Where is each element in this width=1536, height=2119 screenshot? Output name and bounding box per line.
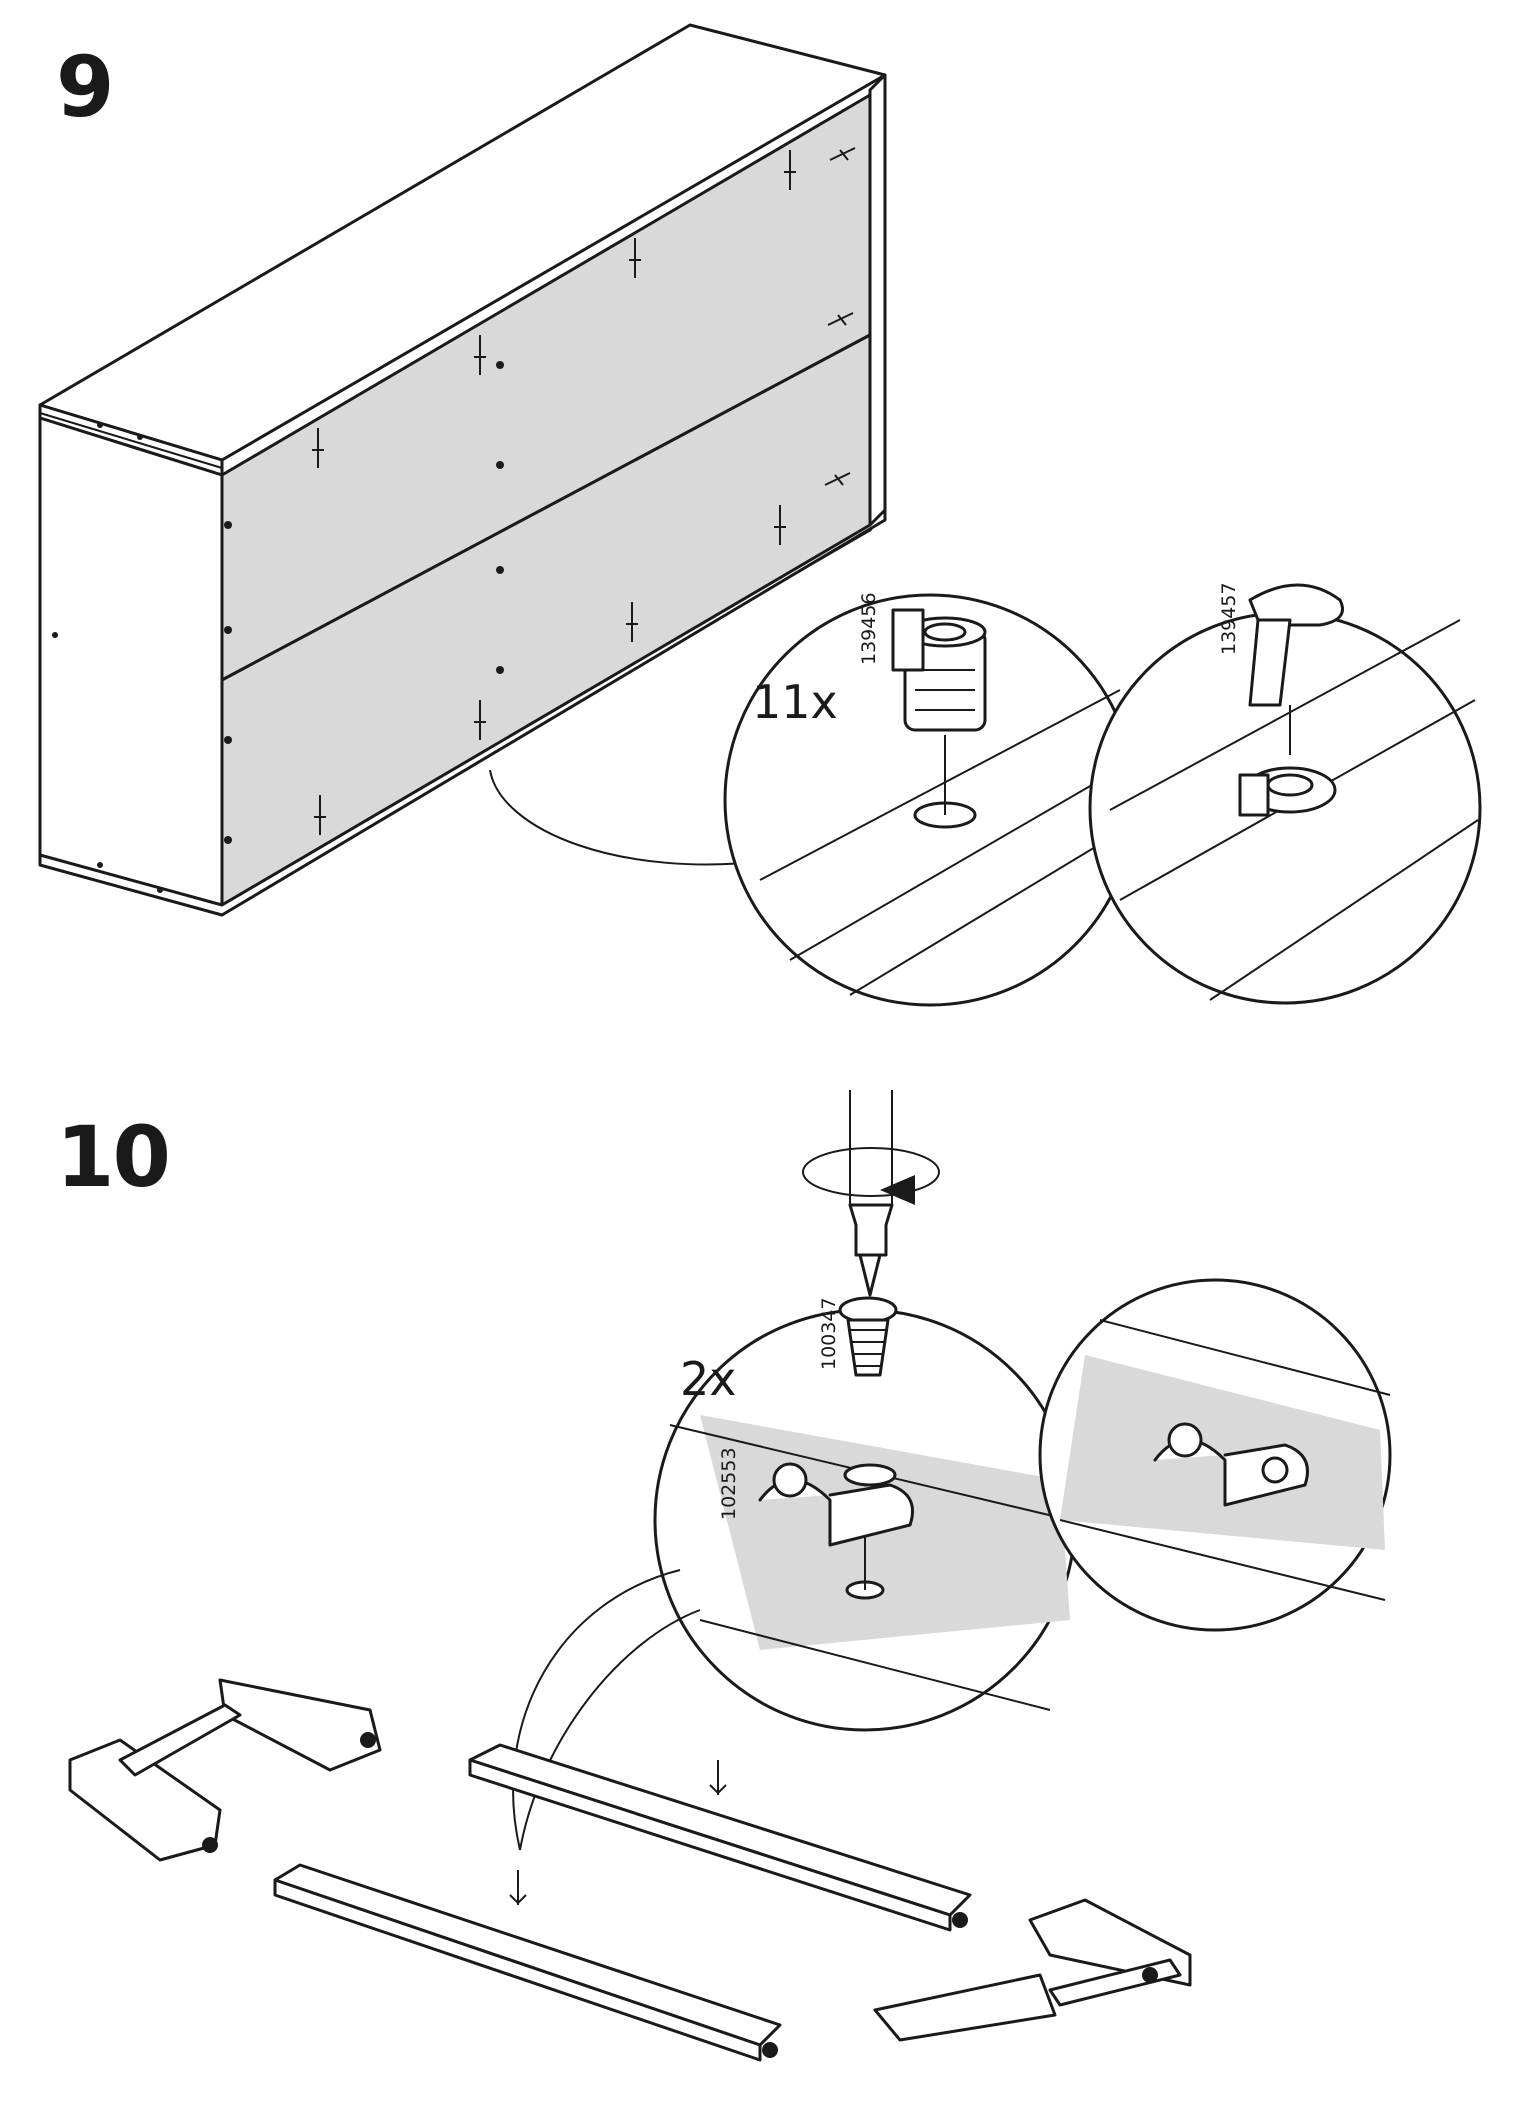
cam-lock-cap-icon [1248,583,1344,707]
callout-curve-10 [512,1569,681,1851]
cam-fittings-on-panel [312,147,856,835]
cabinet-frame [38,23,887,917]
quantity-label-9: 11x [752,675,838,729]
bracket-icon [758,1462,914,1547]
step-number-10: 10 [56,1108,171,1206]
cam-lock-seated-icon [1238,766,1337,817]
quantity-label-10: 2x [680,1352,737,1406]
leg-frame-right [873,1898,1192,2042]
detail-circle-bracket [653,1296,1077,1732]
part-id-102553: 102553 [718,1447,740,1520]
leg-frame-left [68,1678,382,1862]
screw-icon [838,1296,898,1377]
part-id-100347: 100347 [818,1297,840,1370]
detail-circle-bracket-installed [1038,1278,1392,1632]
callout-curve-9 [489,769,776,866]
step-number-9: 9 [56,38,114,136]
screwdriver-icon [848,1090,894,1297]
detail-circle-cam-housing [723,593,1141,1007]
rail-back [468,1743,972,1932]
part-id-139456: 139456 [858,592,880,665]
cam-lock-housing-icon [891,608,987,732]
rotate-clockwise-icon [802,1147,940,1205]
part-id-139457: 139457 [1218,582,1240,655]
callout-curve-10b [519,1609,701,1851]
detail-circle-cam-cap [1088,583,1482,1005]
rail-front [273,1863,782,2062]
